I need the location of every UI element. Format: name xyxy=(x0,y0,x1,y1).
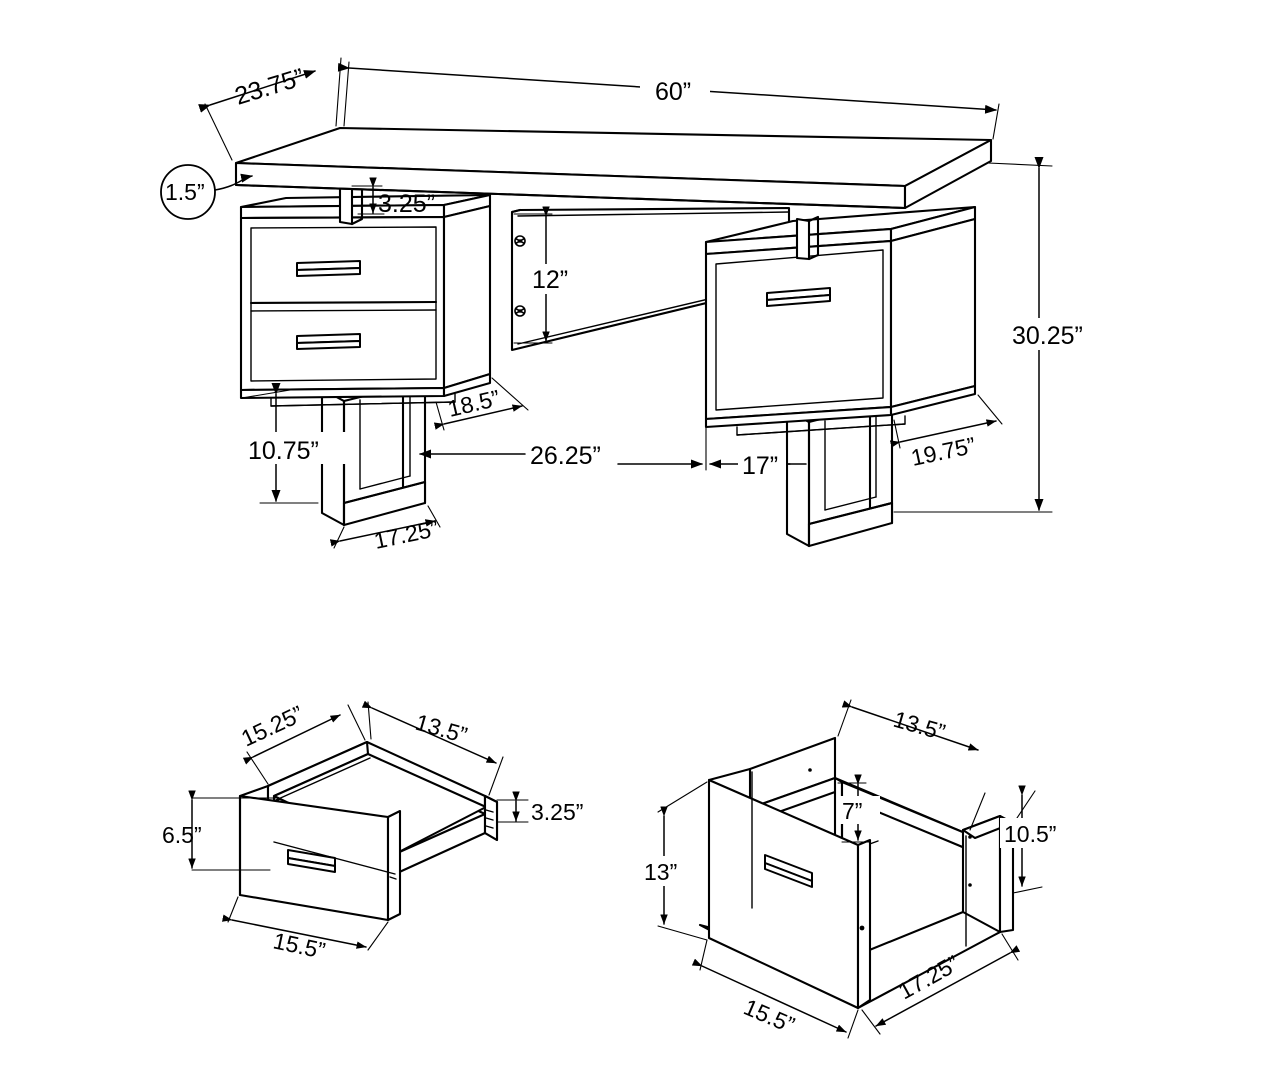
dim-thickness-top: 1.5” xyxy=(160,164,253,220)
dim-label-gap-under-top: 3.25” xyxy=(378,190,435,218)
dim-gap-under-top: 3.25” xyxy=(351,177,435,218)
screw-hole-upper xyxy=(514,235,526,247)
dim-label-ld-face-width: 15.5” xyxy=(740,994,798,1038)
right-support-post xyxy=(795,215,820,261)
small-drawer-detail xyxy=(238,740,499,922)
dim-label-depth-top: 23.75” xyxy=(232,63,308,111)
dim-label-right-offset: 17” xyxy=(742,452,778,480)
dim-label-overall-height: 30.25” xyxy=(1012,322,1083,350)
left-pedestal xyxy=(239,193,492,407)
dim-sd-box-height: 3.25” xyxy=(496,791,583,825)
dim-modesty-height: 12” xyxy=(513,206,580,344)
dim-leg-clearance: 10.75” xyxy=(241,383,355,504)
main-view-dimensions: 23.75” 60” 1.5” 3.25” xyxy=(160,57,1112,554)
dim-width-top: 60” xyxy=(337,61,1000,140)
dim-label-center-span: 26.25” xyxy=(530,442,601,470)
large-drawer-handle xyxy=(764,854,813,888)
main-desk-assembly xyxy=(234,126,993,548)
desk-top xyxy=(234,126,993,210)
dim-label-leg-depth-left: 17.25” xyxy=(372,515,441,554)
dim-center-span: 26.25” xyxy=(419,442,601,470)
dim-label-ld-divider: 7” xyxy=(842,798,862,824)
dim-sd-inner-width: 13.5” xyxy=(361,700,504,796)
dim-label-leg-clearance: 10.75” xyxy=(248,437,319,465)
large-drawer-dimensions: 13.5” 7” 10.5” 13” xyxy=(640,699,1100,1039)
dim-label-ld-box-height: 10.5” xyxy=(1004,821,1056,847)
screw-hole-lower xyxy=(514,305,526,317)
dim-right-offset: 17” xyxy=(617,422,807,480)
right-pedestal xyxy=(704,205,977,436)
dim-label-ld-face-height: 13” xyxy=(644,859,677,885)
callout-circle xyxy=(160,164,216,220)
dim-ld-box-height: 10.5” xyxy=(1000,785,1100,894)
dim-label-modesty-height: 12” xyxy=(532,266,568,294)
large-drawer-detail xyxy=(698,736,1015,1010)
dim-label-sd-face-height: 6.5” xyxy=(162,822,202,848)
right-drawer-handle xyxy=(766,287,831,307)
dim-overall-height: 30.25” xyxy=(893,157,1112,513)
left-lower-drawer-handle xyxy=(296,333,361,350)
dim-label-width-top: 60” xyxy=(655,78,691,106)
dim-ld-divider: 7” xyxy=(837,774,880,843)
left-upper-drawer-handle xyxy=(296,260,361,277)
dim-ld-face-height: 13” xyxy=(640,781,708,941)
dim-label-thickness-top: 1.5” xyxy=(165,179,205,205)
small-drawer-handle xyxy=(287,849,336,873)
dim-label-ld-inner-width: 13.5” xyxy=(891,706,949,745)
dim-sd-face-height: 6.5” xyxy=(162,790,281,871)
dim-label-sd-inner-depth: 15.25” xyxy=(237,700,307,751)
dim-label-sd-inner-width: 13.5” xyxy=(413,709,471,748)
dim-label-sd-face-width: 15.5” xyxy=(271,927,328,963)
dim-label-sd-box-height: 3.25” xyxy=(531,799,583,825)
